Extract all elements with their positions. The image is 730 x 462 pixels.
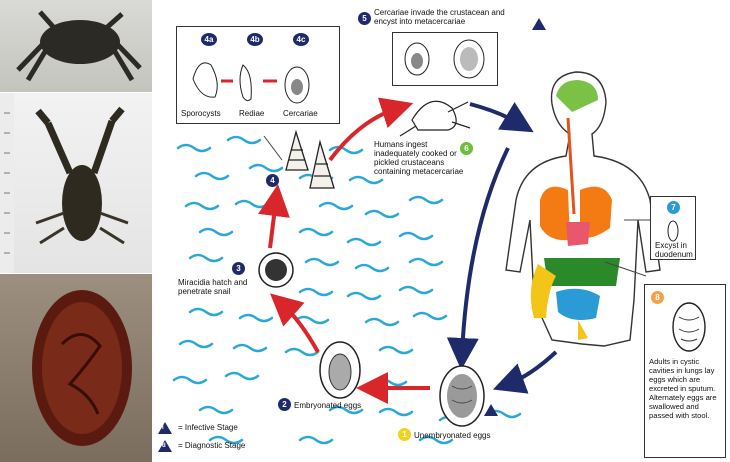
excysted-fluke-icon bbox=[667, 220, 679, 242]
miracidium-icon bbox=[258, 252, 294, 288]
navy-arrows bbox=[446, 102, 558, 394]
metacercariae-icons bbox=[404, 39, 485, 79]
step-8-box: 8 Adults in cystic cavities in lungs lay… bbox=[644, 284, 726, 458]
crustacean-icon bbox=[399, 100, 471, 137]
badge-step-2: 2 bbox=[278, 398, 291, 411]
label-sporocysts: Sporocysts bbox=[181, 109, 221, 118]
badge-4a: 4a bbox=[201, 33, 217, 46]
stage-5-inset bbox=[392, 32, 498, 86]
crayfish-photo bbox=[0, 93, 152, 273]
badge-4c: 4c bbox=[293, 33, 309, 46]
legend-infective-symbol: i bbox=[162, 425, 164, 431]
snail-icons bbox=[285, 129, 335, 189]
step-6-text: Humans ingest inadequately cooked or pic… bbox=[374, 140, 464, 176]
step-7-text: Excyst in duodenum bbox=[655, 241, 693, 259]
stage-4-organisms bbox=[192, 62, 310, 104]
badge-step-1: 1 bbox=[398, 428, 411, 441]
step-8-text: Adults in cystic cavities in lungs lay e… bbox=[649, 357, 717, 420]
step-5-text: Cercariae invade the crustacean and ency… bbox=[374, 8, 505, 26]
legend-diagnostic-symbol: d bbox=[162, 443, 166, 449]
badge-step-8: 8 bbox=[651, 291, 664, 304]
adult-fluke-photo bbox=[0, 274, 152, 462]
badge-step-5: 5 bbox=[358, 12, 371, 25]
badge-4b: 4b bbox=[247, 33, 263, 46]
stage-4-inset: 4a 4b 4c Sporocysts Rediae Cercariae bbox=[176, 26, 340, 124]
step-1-text: Unembryonated eggs bbox=[414, 431, 491, 440]
unembryonated-egg-icon bbox=[439, 365, 485, 427]
legend-infective-text: = Infective Stage bbox=[178, 423, 238, 432]
crab-icon bbox=[16, 10, 142, 82]
diagnostic-stage-marker bbox=[484, 404, 498, 416]
crab-photo bbox=[0, 0, 152, 92]
fluke-icon bbox=[32, 290, 132, 446]
badge-step-3: 3 bbox=[232, 262, 245, 275]
legend-diagnostic-icon bbox=[158, 440, 172, 452]
label-cercariae: Cercariae bbox=[283, 109, 318, 118]
water-waves bbox=[172, 135, 522, 445]
infective-stage-marker bbox=[532, 18, 546, 30]
badge-step-7: 7 bbox=[667, 201, 680, 214]
badge-step-6: 6 bbox=[460, 142, 473, 155]
step-3-text: Miracidia hatch and penetrate snail bbox=[178, 278, 248, 296]
crayfish-icon bbox=[0, 93, 129, 273]
lung-fluke-egg-icon bbox=[672, 302, 706, 352]
legend-infective-icon bbox=[158, 422, 172, 434]
pointer-lines bbox=[263, 135, 650, 277]
label-rediae: Rediae bbox=[239, 109, 265, 118]
human-body bbox=[505, 71, 661, 347]
embryonated-egg-icon bbox=[319, 341, 361, 399]
badge-step-4: 4 bbox=[266, 174, 279, 187]
legend-diagnostic-text: = Diagnostic Stage bbox=[178, 441, 246, 450]
step-2-text: Embryonated eggs bbox=[294, 401, 362, 410]
step-7-box: 7 Excyst in duodenum bbox=[650, 196, 696, 260]
